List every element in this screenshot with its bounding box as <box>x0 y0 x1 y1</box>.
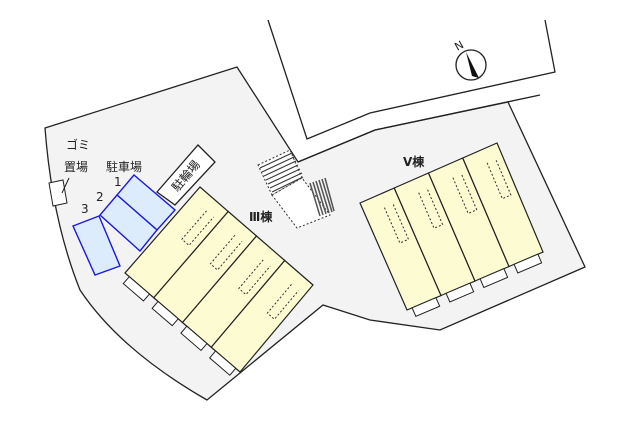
unit-interior <box>238 259 271 296</box>
bicycle-parking <box>156 144 216 206</box>
building-3 <box>122 186 314 376</box>
balcony <box>479 268 509 289</box>
stairs <box>257 149 335 229</box>
parking-spot-3-label: 3 <box>81 202 89 216</box>
road-edge-lower <box>297 94 541 163</box>
balcony <box>445 282 475 303</box>
parking-spot-2-label: 2 <box>96 190 104 204</box>
garbage-leader-line <box>61 177 70 194</box>
balcony <box>122 276 151 302</box>
building-5 <box>359 142 544 318</box>
unit-interior <box>181 210 215 247</box>
balcony <box>411 297 441 318</box>
balcony <box>513 253 543 274</box>
balcony <box>180 325 208 352</box>
unit-interior <box>209 235 243 271</box>
balcony <box>208 350 237 376</box>
garbage-label-line1: ゴミ <box>66 138 91 152</box>
building-3-label: Ⅲ棟 <box>249 210 273 224</box>
parking-spots <box>72 174 177 276</box>
garbage-label-line2: 置場 <box>64 160 89 174</box>
unit-interior <box>266 284 299 320</box>
road-edge-upper <box>267 19 556 140</box>
parking-spot-1-label: 1 <box>114 175 122 189</box>
unit <box>461 142 544 268</box>
parking-spot-3 <box>72 215 121 276</box>
garbage-area <box>48 179 68 207</box>
parking-label: 駐車場 <box>106 160 143 174</box>
balcony <box>151 300 179 327</box>
compass-icon: N <box>452 38 487 81</box>
building-5-label: Ⅴ棟 <box>403 155 425 169</box>
parking-spot-2 <box>99 194 158 253</box>
